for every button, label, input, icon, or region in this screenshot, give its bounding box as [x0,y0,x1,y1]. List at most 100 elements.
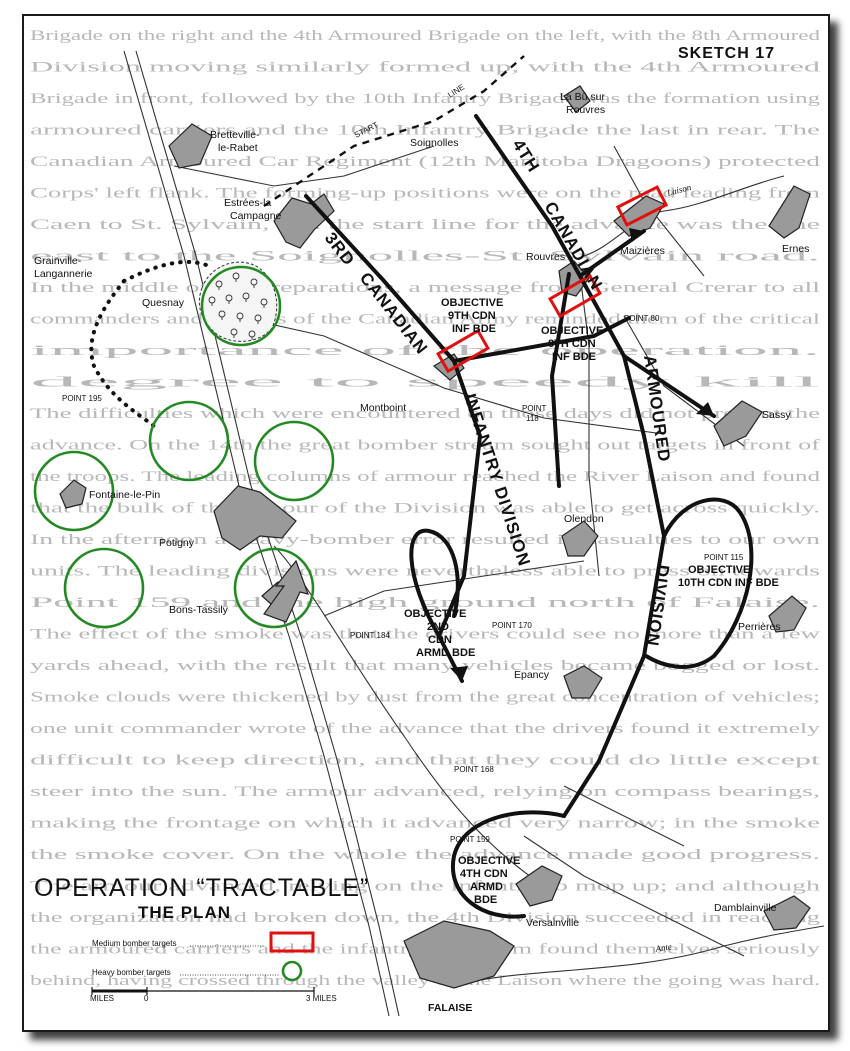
operation-subtitle: THE PLAN [138,903,231,922]
town-potigny [213,485,297,551]
heavy-target-fontaine [33,450,115,532]
background-text-line: units. The leading divisions were nevert… [30,564,820,580]
background-text-line: The effect of the smoke was that the dri… [30,627,820,643]
river-ante-label: Ante [654,941,673,954]
town-falaise [403,920,515,989]
place-la-bu-2: Rouvres [566,104,605,116]
place-rouvres: Rouvres [526,251,565,263]
arrow-10th-loop [644,497,754,669]
place-epancy: Epancy [514,669,550,681]
road-epancy-south [563,785,685,847]
obj-8-line3: INF BDE [552,351,596,363]
arrowhead-sassy-icon [696,402,714,416]
roads [123,50,745,1017]
tree-symbols [208,272,268,340]
scale-three-miles: 3 MILES [306,994,337,1003]
road-rouvres-olendon [578,265,600,577]
place-falaise: FALAISE [428,1002,472,1014]
heavy-target-2 [253,420,335,502]
arrowhead-maizieres-icon [629,228,644,242]
scale-miles: MILES [90,994,114,1003]
bons-tassily-arrow-icon [263,559,309,623]
heavy-target-bons-tassily [233,547,315,629]
point-184: POINT 184 [350,631,390,640]
medium-target-rouvres [548,273,602,319]
legend-heavy-label: Heavy bomber targets [92,968,171,977]
place-olendon: Olendon [564,513,604,525]
background-text-line: advance. On the 14th the great bomber st… [30,438,820,454]
obj-8-line1: OBJECTIVE [541,325,603,337]
heavy-target-1 [148,400,230,482]
place-damblainville: Damblainville [714,902,777,914]
town-fontaine [59,479,87,509]
place-estrees-2: Campagne [230,210,282,222]
place-sassy: Sassy [762,409,791,421]
obj-2-line1: OBJECTIVE [404,608,466,620]
background-text-line: degree to speedy kill [30,375,820,391]
place-bretteville-2: le-Rabet [218,142,258,154]
town-epancy [563,665,603,699]
legend-medium-swatch [269,931,315,953]
place-perrieres: Perrières [738,621,781,633]
point-168: POINT 168 [454,765,494,774]
place-montboint: Montboint [360,402,406,414]
road-montboint [233,315,665,435]
background-text-line: behind, having crossed through the valle… [30,973,820,989]
background-text-line: Smoke clouds were thickened by dust from… [30,690,820,706]
heavy-target-3 [63,547,145,629]
objectives: OBJECTIVE 9TH CDN INF BDE OBJECTIVE 8TH … [404,297,779,906]
operation-title: OPERATION “TRACTABLE” [34,874,369,902]
point-170: POINT 170 [492,621,532,630]
flank-dotted-route [89,279,156,428]
background-text-line: In the afternoon a heavy-bomber error re… [30,532,821,548]
town-bretteville [168,123,213,169]
road-potigny-east [323,560,585,617]
obj-4-line1: OBJECTIVE [458,855,520,867]
arrow-2nd-armd-loop [409,528,460,638]
arrow-to-8th-objective [452,316,631,363]
arrowheads [450,228,714,681]
road-versainville [523,835,745,957]
background-text-line: the troops. The leading columns of armou… [30,469,821,485]
arrow-to-sassy [622,354,716,418]
town-versainville [515,865,563,907]
town-perrieres [768,595,807,633]
spot-heights: POINT 80 POINT 195 POINT 118 POINT 115 P… [62,314,744,844]
road-caen-falaise-edge [135,50,400,1017]
obj-4-line4: BDE [474,894,497,906]
town-sassy [713,400,763,447]
legend: Medium bomber targets Heavy bomber targe… [90,931,337,1003]
obj-9-line2: 9TH CDN [448,310,496,322]
point-159: POINT 159 [450,835,490,844]
obj-9-line3: INF BDE [452,323,496,335]
advance-arrows [304,114,754,919]
place-soignolles: Soignolles [410,137,458,149]
place-bons-tassily: Bons-Tassily [169,604,229,616]
obj-10-line1: OBJECTIVE [688,564,750,576]
background-page-text: Brigade on the right and the 4th Armoure… [30,28,822,989]
point-118-2: 118 [526,414,539,423]
background-text-line: Brigade in front, followed by the 10th I… [30,91,821,107]
background-text-line: The difficulties which were encountered … [30,406,821,422]
medium-target-maizieres [615,185,669,227]
point-195: POINT 195 [62,394,102,403]
place-la-bu-1: La Bû sur [560,91,605,103]
scale-zero: 0 [144,994,149,1003]
legend-heavy-swatch [281,960,303,982]
quesnay-wood [198,261,278,342]
place-maizieres: Maizières [620,245,665,257]
place-fontaine: Fontaine-le-Pin [89,489,160,501]
place-grainville-2: Langannerie [34,268,93,280]
background-text-line: Canadian Armoured Car Regiment (12th Man… [30,154,821,170]
obj-2-line4: ARMD BDE [416,647,475,659]
background-text-line: Division moving similarly formed up, wit… [30,60,821,76]
heavy-target-quesnay [200,265,282,347]
obj-9-line1: OBJECTIVE [441,297,503,309]
road-caen-falaise [123,50,390,1017]
town-olendon [561,520,599,557]
background-text-line: The armour advanced, relying on the infa… [30,879,821,895]
river-laison [583,175,785,257]
background-text-line: Brigade on the right and the 4th Armoure… [30,28,821,44]
arrow-towards-olendon [550,272,571,488]
point-115: POINT 115 [704,553,744,562]
